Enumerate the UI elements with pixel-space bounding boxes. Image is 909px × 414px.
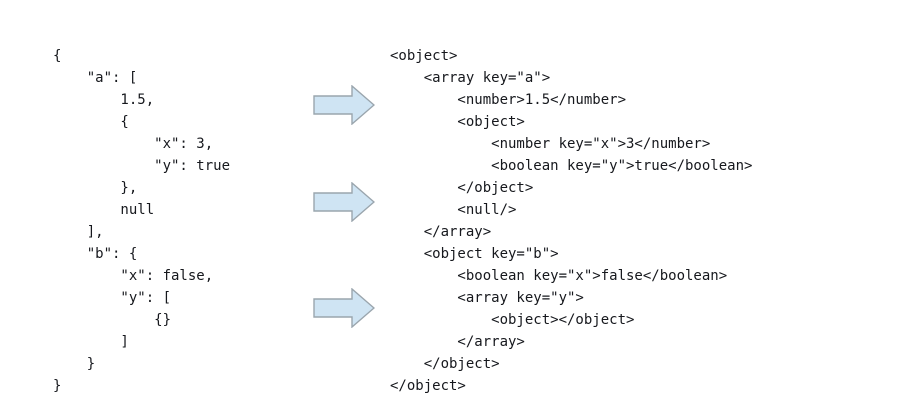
json-line: 1.5, [53, 92, 155, 108]
xml-line: <boolean key="x">false</boolean> [390, 268, 728, 284]
json-line: "x": 3, [53, 136, 214, 152]
xml-line: </object> [390, 180, 534, 196]
xml-line: </object> [390, 378, 466, 394]
xml-line: <number key="x">3</number> [390, 136, 711, 152]
xml-line: <array key="y"> [390, 290, 584, 306]
json-line: "b": { [53, 246, 138, 262]
arrow-right-icon [313, 288, 375, 328]
xml-line: <object> [390, 114, 525, 130]
json-line: } [53, 356, 96, 372]
json-line: null [53, 202, 155, 218]
xml-line: <array key="a"> [390, 70, 551, 86]
json-line: {} [53, 312, 172, 328]
arrow-right-icon [313, 182, 375, 222]
json-line: "x": false, [53, 268, 214, 284]
arrow-right-icon [313, 85, 375, 125]
xml-line: </array> [390, 224, 492, 240]
xml-line: </object> [390, 356, 500, 372]
xml-line: </array> [390, 334, 525, 350]
xml-line: <object> [390, 48, 458, 64]
json-line: { [53, 114, 129, 130]
xml-line: <number>1.5</number> [390, 92, 627, 108]
xml-line: <boolean key="y">true</boolean> [390, 158, 753, 174]
json-line: "y": true [53, 158, 231, 174]
json-line: "a": [ [53, 70, 138, 86]
xml-line: <object key="b"> [390, 246, 559, 262]
json-line: } [53, 378, 62, 394]
xml-line: <null/> [390, 202, 517, 218]
json-line: "y": [ [53, 290, 172, 306]
xml-line: <object></object> [390, 312, 635, 328]
json-line: { [53, 48, 62, 64]
json-line: ], [53, 224, 104, 240]
json-line: }, [53, 180, 138, 196]
json-line: ] [53, 334, 129, 350]
json-source-block: { "a": [ 1.5, { "x": 3, "y": true }, nul… [53, 45, 230, 397]
xml-result-block: <object> <array key="a"> <number>1.5</nu… [390, 45, 752, 397]
